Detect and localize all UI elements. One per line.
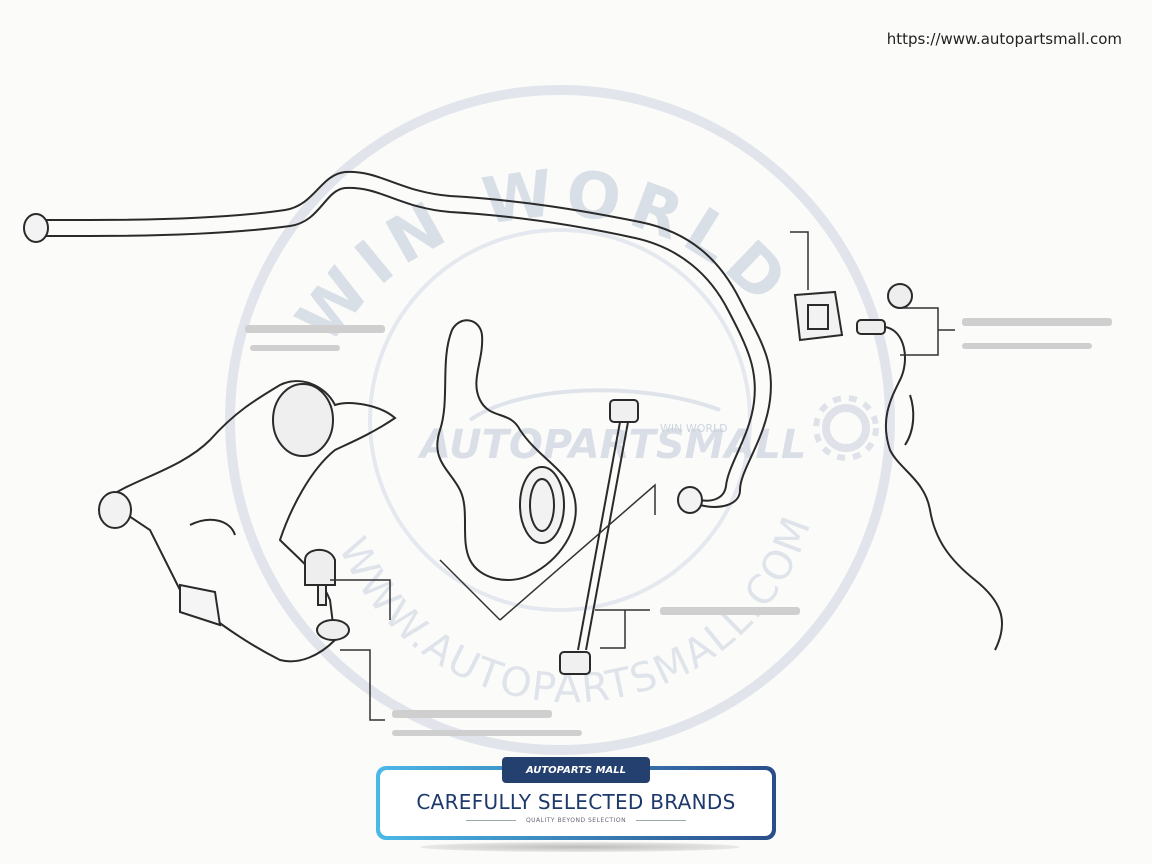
watermark-logo-small: WIN WORLD — [660, 422, 728, 435]
ball-joint — [304, 548, 350, 641]
brand-logo-badge: AUTOPARTS MALL — [502, 757, 650, 783]
banner-shadow — [420, 842, 740, 852]
faint-part-labels — [245, 318, 1112, 736]
banner-subtitle: QUALITY BEYOND SELECTION — [525, 817, 627, 824]
divider — [636, 820, 687, 821]
brand-logo-text: AUTOPARTS MALL — [525, 764, 627, 776]
stabilizer-link — [559, 399, 639, 675]
banner-title: CAREFULLY SELECTED BRANDS — [416, 790, 736, 814]
callout-lines — [330, 231, 955, 721]
divider — [465, 820, 516, 821]
steering-knuckle — [436, 319, 577, 581]
lower-control-arm — [98, 380, 397, 663]
website-url[interactable]: https://www.autopartsmall.com — [886, 30, 1122, 48]
gear-icon — [813, 395, 879, 461]
stabilizer-bushing — [793, 290, 844, 342]
stabilizer-bar — [23, 170, 772, 514]
banner-subtitle-row: QUALITY BEYOND SELECTION — [465, 817, 687, 824]
